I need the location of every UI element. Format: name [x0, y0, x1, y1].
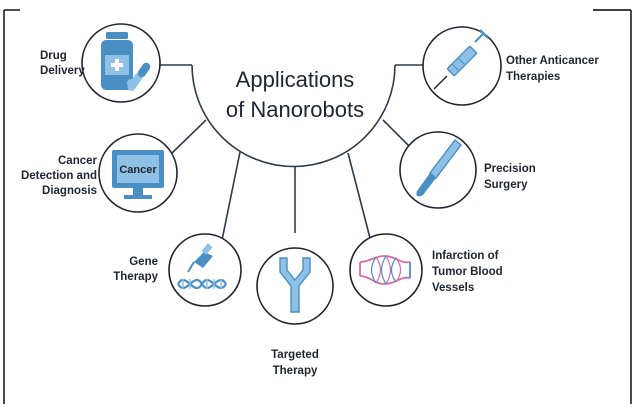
label-infarction-line-3: Vessels — [432, 282, 474, 294]
label-cancer-detection-line-3: Diagnosis — [42, 185, 97, 197]
title-line-2: of Nanorobots — [226, 97, 364, 122]
monitor-icon: Cancer — [112, 150, 164, 199]
central-hub: Applications of Nanorobots — [160, 64, 428, 168]
label-gene-therapy-line-1: Gene — [129, 256, 158, 268]
syringe-icon — [433, 29, 489, 90]
frame — [3, 9, 632, 404]
application-targeted-therapy: Targeted Therapy — [256, 247, 334, 377]
application-gene-therapy: Gene Therapy — [113, 233, 242, 307]
scalpel-icon — [416, 138, 462, 197]
application-cancer-detection: Cancer Cancer Detection and Diagnosis — [21, 133, 178, 213]
label-other-anticancer-line-2: Therapies — [506, 71, 560, 83]
label-cancer-detection-line-2: Detection and — [21, 170, 97, 182]
antibody-icon — [279, 257, 311, 313]
label-targeted-therapy-line-1: Targeted — [271, 349, 319, 361]
application-precision-surgery: Precision Surgery — [399, 131, 536, 209]
blood-vessel-icon — [359, 255, 411, 285]
pill-bottle-icon — [101, 32, 151, 91]
label-precision-surgery-line-1: Precision — [484, 163, 536, 175]
label-cancer-detection-line-1: Cancer — [58, 155, 98, 167]
label-precision-surgery-line-2: Surgery — [484, 179, 528, 191]
application-other-anticancer: Other Anticancer Therapies — [422, 26, 599, 106]
title-line-1: Applications — [236, 67, 355, 92]
dna-pipette-icon — [177, 243, 227, 290]
label-infarction-line-2: Tumor Blood — [432, 266, 503, 278]
label-targeted-therapy-line-2: Therapy — [273, 365, 318, 377]
label-infarction-line-1: Infarction of — [432, 250, 499, 262]
label-gene-therapy-line-2: Therapy — [113, 271, 158, 283]
hub-arc — [191, 64, 396, 168]
label-drug-delivery-line-2: Delivery — [40, 65, 85, 77]
label-drug-delivery-line-1: Drug — [40, 50, 67, 62]
connectors — [170, 119, 414, 241]
label-other-anticancer-line-1: Other Anticancer — [506, 55, 599, 67]
monitor-screen-text: Cancer — [119, 164, 157, 176]
application-drug-delivery: Drug Delivery — [40, 23, 161, 103]
application-infarction: Infarction of Tumor Blood Vessels — [349, 233, 503, 307]
